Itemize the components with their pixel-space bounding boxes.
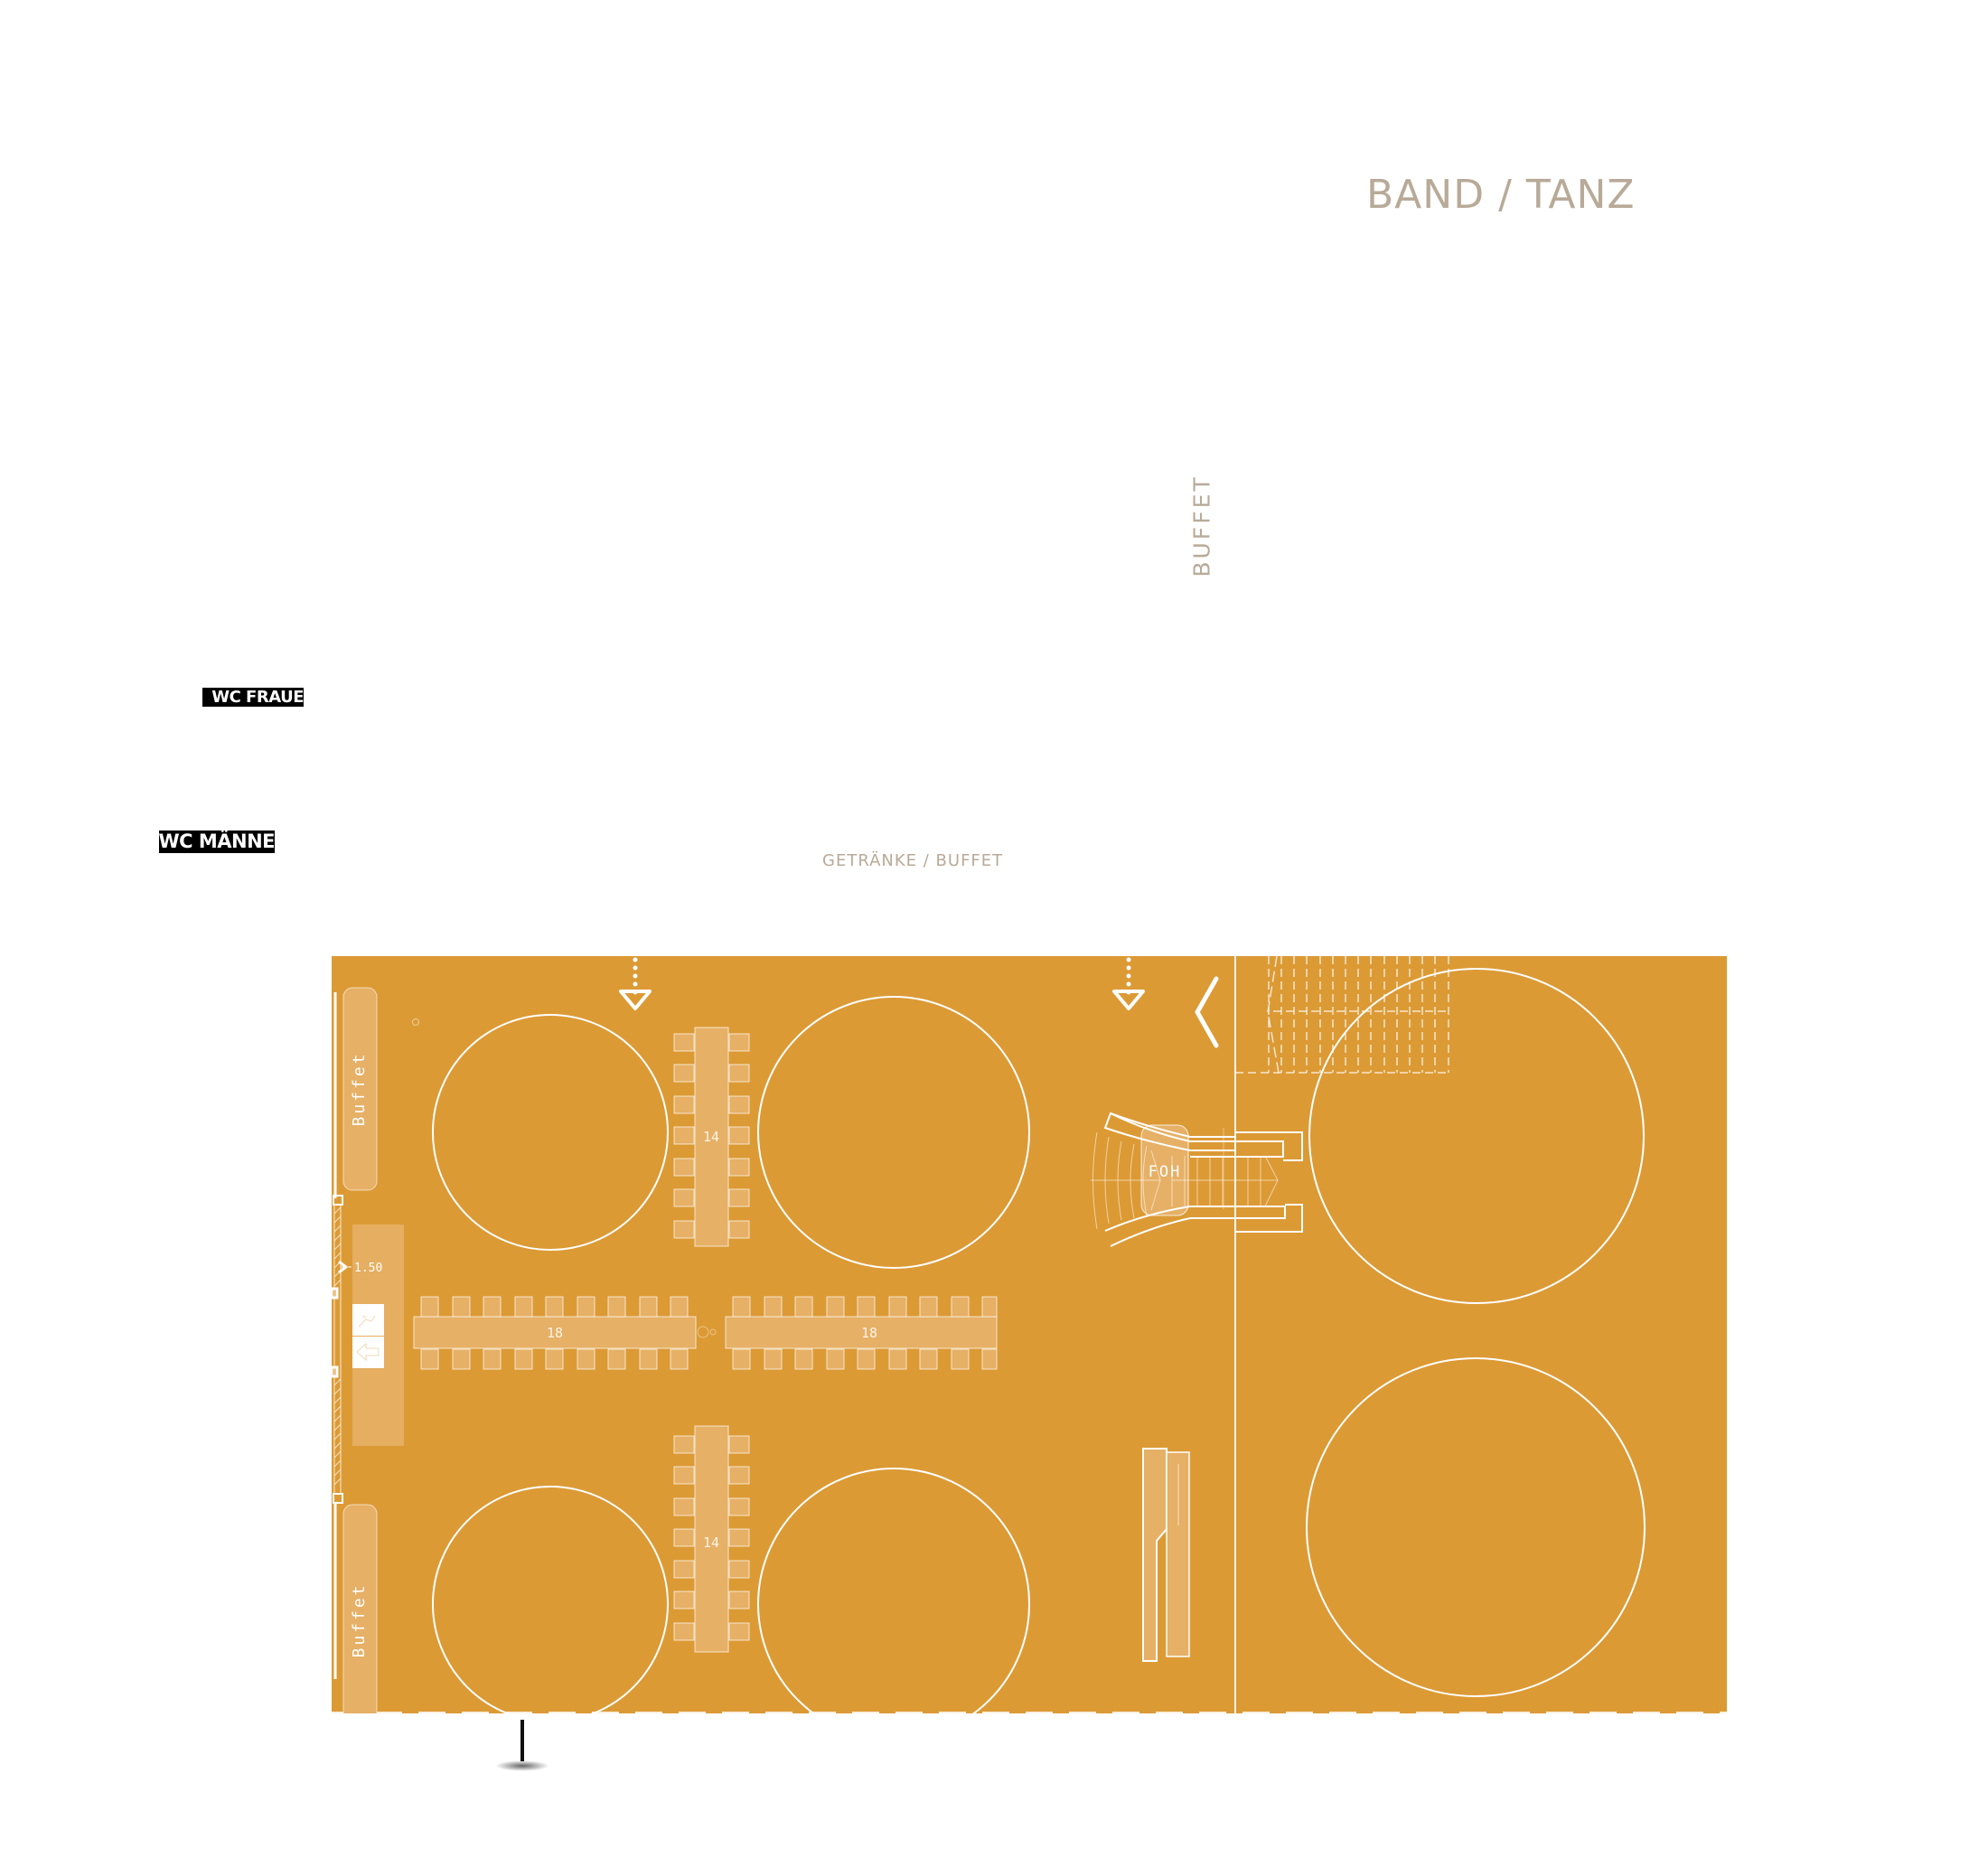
wc-men-label: WC MÄNNE xyxy=(159,830,275,853)
vertical-table-top: 14 xyxy=(673,1027,750,1247)
round-area-top-center xyxy=(757,996,1030,1269)
round-area-top-right xyxy=(1308,968,1645,1304)
distance-label: 1.50 xyxy=(354,1262,382,1275)
north-marker xyxy=(520,1720,524,1761)
chevron-left-icon xyxy=(1195,976,1219,1048)
buffet-vertical-label: BUFFET xyxy=(1186,474,1218,577)
north-marker-shadow xyxy=(495,1760,549,1771)
stage-riser-grid xyxy=(1235,956,1449,1074)
entrance-arrow-icon xyxy=(1112,957,1145,1010)
foh-label: FOH xyxy=(1149,1163,1182,1181)
buffet-bottom-label: Buffet xyxy=(350,1582,369,1657)
buffet-top-label: Buffet xyxy=(350,1051,369,1126)
table-seat-count: 18 xyxy=(861,1325,877,1341)
buffet-counter-top: Buffet xyxy=(342,987,378,1191)
table-seat-count: 18 xyxy=(547,1325,563,1341)
wc-men-text: WC MÄNNE xyxy=(159,830,275,852)
staircase-icon xyxy=(1091,1112,1303,1247)
round-area-bottom-right xyxy=(1306,1357,1646,1697)
distance-indicator: 1.50 xyxy=(338,1260,382,1275)
left-wall xyxy=(332,992,343,1679)
drinks-buffet-label: GETRÄNKE / BUFFET xyxy=(822,851,1004,870)
marker-dot xyxy=(412,1018,419,1026)
table-seat-count: 14 xyxy=(703,1129,719,1145)
exit-corridor: 1.50 xyxy=(338,1225,404,1446)
round-area-bottom-center xyxy=(757,1468,1030,1713)
round-table-areas xyxy=(432,968,1646,1713)
floor-plan: Buffet Buffet 1.50 xyxy=(332,956,1727,1713)
wc-women-text: WC FRAUE xyxy=(211,688,304,707)
bar-counter xyxy=(1142,1448,1190,1662)
long-table-right: 18 xyxy=(725,1296,998,1370)
vertical-table-bottom: 14 xyxy=(673,1425,750,1653)
table-seat-count: 14 xyxy=(703,1534,719,1551)
buffet-vertical-text: BUFFET xyxy=(1188,474,1215,577)
band-dance-label: BAND / TANZ xyxy=(1366,172,1636,218)
wc-women-label: WC FRAUE xyxy=(202,688,304,707)
entrance-arrow-icon xyxy=(619,957,652,1010)
round-area-bottom-left xyxy=(432,1486,669,1713)
round-area-top-left xyxy=(432,1014,669,1251)
long-table-left: 18 xyxy=(413,1296,697,1370)
buffet-counter-bottom: Buffet xyxy=(342,1504,378,1713)
